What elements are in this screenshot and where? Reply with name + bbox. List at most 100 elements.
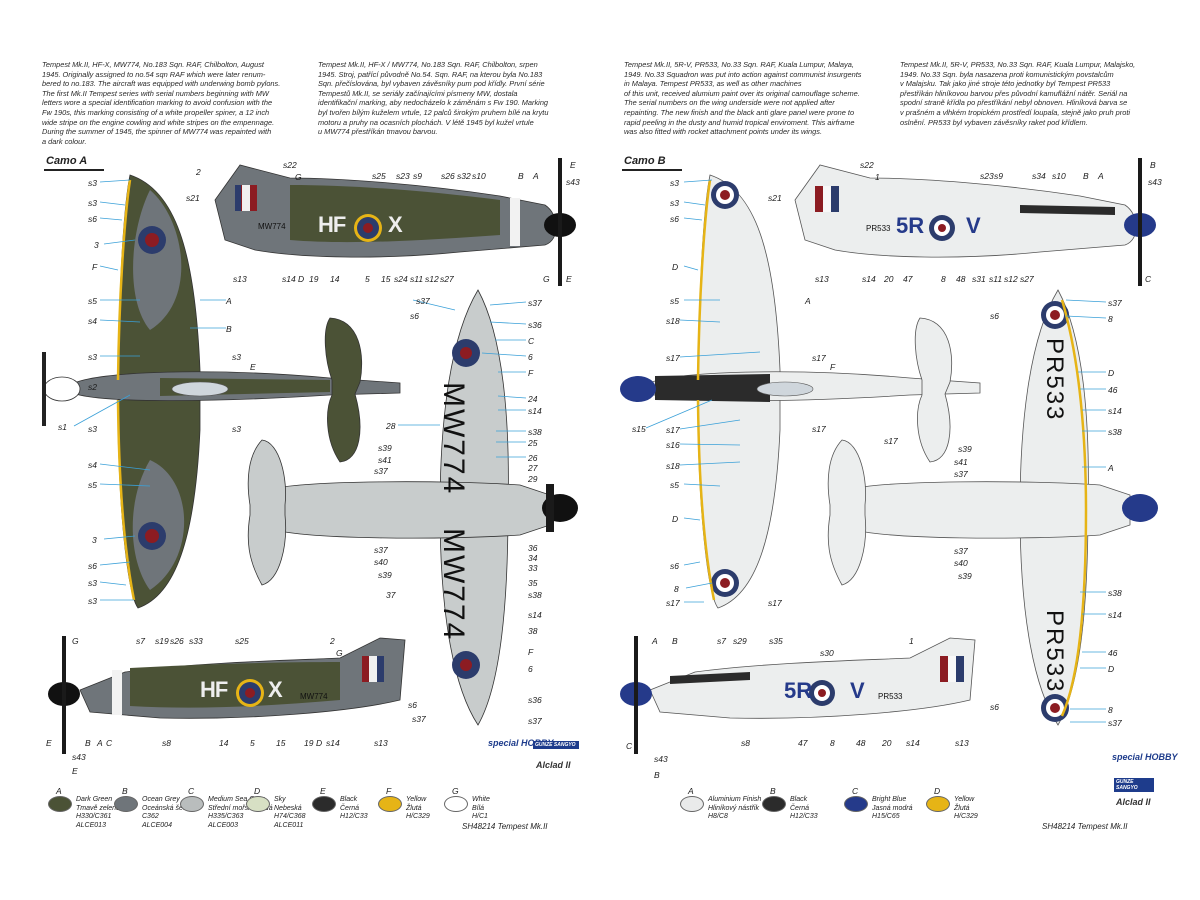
callout-label: 24 — [528, 394, 538, 404]
callout-label: s18 — [666, 461, 680, 471]
camo-b-side-profile-bottom — [620, 636, 976, 754]
leader-line — [497, 395, 527, 399]
callout-label: s4 — [88, 460, 97, 470]
colour-description-line: ALCE003 — [208, 821, 238, 829]
colour-letter: D — [934, 786, 941, 796]
side-top-propeller — [558, 158, 562, 286]
camo-b-artwork — [620, 158, 1158, 754]
callout-label: s6 — [670, 214, 679, 224]
camo-a-description-en: Tempest Mk.II, HF-X, MW774, No.183 Sqn. … — [42, 60, 281, 146]
callout-label: s3 — [670, 198, 679, 208]
callout-label: s13 — [815, 274, 829, 284]
leader-line — [99, 561, 131, 566]
upper-canopy — [171, 381, 229, 397]
leader-line — [99, 483, 151, 487]
leader-line — [73, 394, 131, 427]
side-top-fin-flash-white — [823, 186, 831, 212]
heading-underline — [44, 169, 104, 171]
side-bottom-fuselage — [649, 637, 976, 719]
callout-label: s37 — [1108, 718, 1122, 728]
callout-label: s40 — [954, 558, 968, 568]
callout-label: s7 — [717, 636, 726, 646]
callout-label: 5 — [250, 738, 255, 748]
colour-description-line: Oceánská šedá — [142, 804, 191, 812]
side-top-roundel-red — [363, 223, 373, 233]
colour-description-line: H74/C368 — [274, 813, 306, 820]
callout-label: s8 — [741, 738, 750, 748]
colour-description-line: Černá — [340, 804, 360, 812]
callout-label: 14 — [219, 738, 229, 748]
wing-leading-edge-yellow-lower — [696, 399, 716, 601]
callout-label: s5 — [670, 296, 679, 306]
callout-label: C — [106, 738, 113, 748]
wing-leading-edge-yellow-lower — [116, 399, 136, 601]
under-tailplane — [247, 439, 286, 586]
callout-label: s27 — [1020, 274, 1034, 284]
callout-label: 47 — [798, 738, 808, 748]
callout-label: 14 — [330, 274, 340, 284]
callout-label: s9 — [413, 171, 422, 181]
callout-label: E — [570, 160, 576, 170]
callout-label: s3 — [232, 424, 241, 434]
under-roundel-bottom-red — [1050, 703, 1060, 713]
callout-label: F — [92, 262, 98, 272]
upper-tailplane — [324, 317, 363, 463]
callout-label: s7 — [136, 636, 145, 646]
colour-description-line: White — [472, 796, 490, 803]
callout-label: s14 — [528, 406, 542, 416]
leader-line — [679, 351, 761, 358]
callout-label: 26 — [528, 453, 538, 463]
callout-label: B — [672, 636, 678, 646]
callout-label: 27 — [528, 463, 538, 473]
colour-swatch — [762, 796, 786, 812]
alclad-logo-right: Alclad II — [1116, 797, 1151, 807]
callout-label: 20 — [882, 738, 892, 748]
callout-label: s37 — [374, 545, 388, 555]
under-propeller — [546, 484, 554, 532]
callout-label: s14 — [326, 738, 340, 748]
callout-label: 2 — [330, 636, 335, 646]
side-top-white-band — [510, 198, 520, 246]
callout-label: s41 — [378, 455, 392, 465]
side-bottom-fin-flash-white — [369, 656, 377, 682]
side-bottom-propeller — [62, 636, 66, 754]
callout-label: 15 — [276, 738, 286, 748]
callout-label: s8 — [162, 738, 171, 748]
leader-line — [489, 321, 527, 325]
camo-a-code-letters-bottom: HF — [200, 677, 228, 702]
side-bottom-anti-glare — [670, 672, 750, 684]
callout-label: 36 — [528, 543, 538, 553]
callout-label: s1 — [58, 422, 67, 432]
camo-b-aircraft-letter-top: V — [966, 213, 981, 238]
callout-label: A — [1098, 171, 1104, 181]
colour-description-line: H330/C361 — [76, 813, 112, 820]
callout-label: s33 — [189, 636, 203, 646]
callout-label: D — [298, 274, 305, 284]
camo-b-code-letters-top: 5R — [896, 213, 925, 238]
callout-label: G — [543, 274, 550, 284]
colour-description-line: Sky — [274, 796, 286, 803]
callout-label: C — [1145, 274, 1152, 284]
leader-line — [1065, 315, 1107, 319]
leader-line — [103, 239, 136, 245]
side-bottom-green — [130, 662, 340, 708]
callout-label: s6 — [990, 311, 999, 321]
callout-label: s36 — [528, 320, 542, 330]
callout-label: s6 — [88, 214, 97, 224]
leader-line — [679, 319, 721, 323]
upper-wing-grey-disruption — [132, 190, 185, 590]
callout-label: 46 — [1108, 385, 1118, 395]
callout-label: s25 — [235, 636, 249, 646]
upper-spinner — [620, 376, 656, 402]
leader-line — [412, 299, 456, 311]
callout-label: s37 — [412, 714, 426, 724]
leader-line — [99, 265, 119, 271]
callout-label: 2 — [196, 167, 201, 177]
